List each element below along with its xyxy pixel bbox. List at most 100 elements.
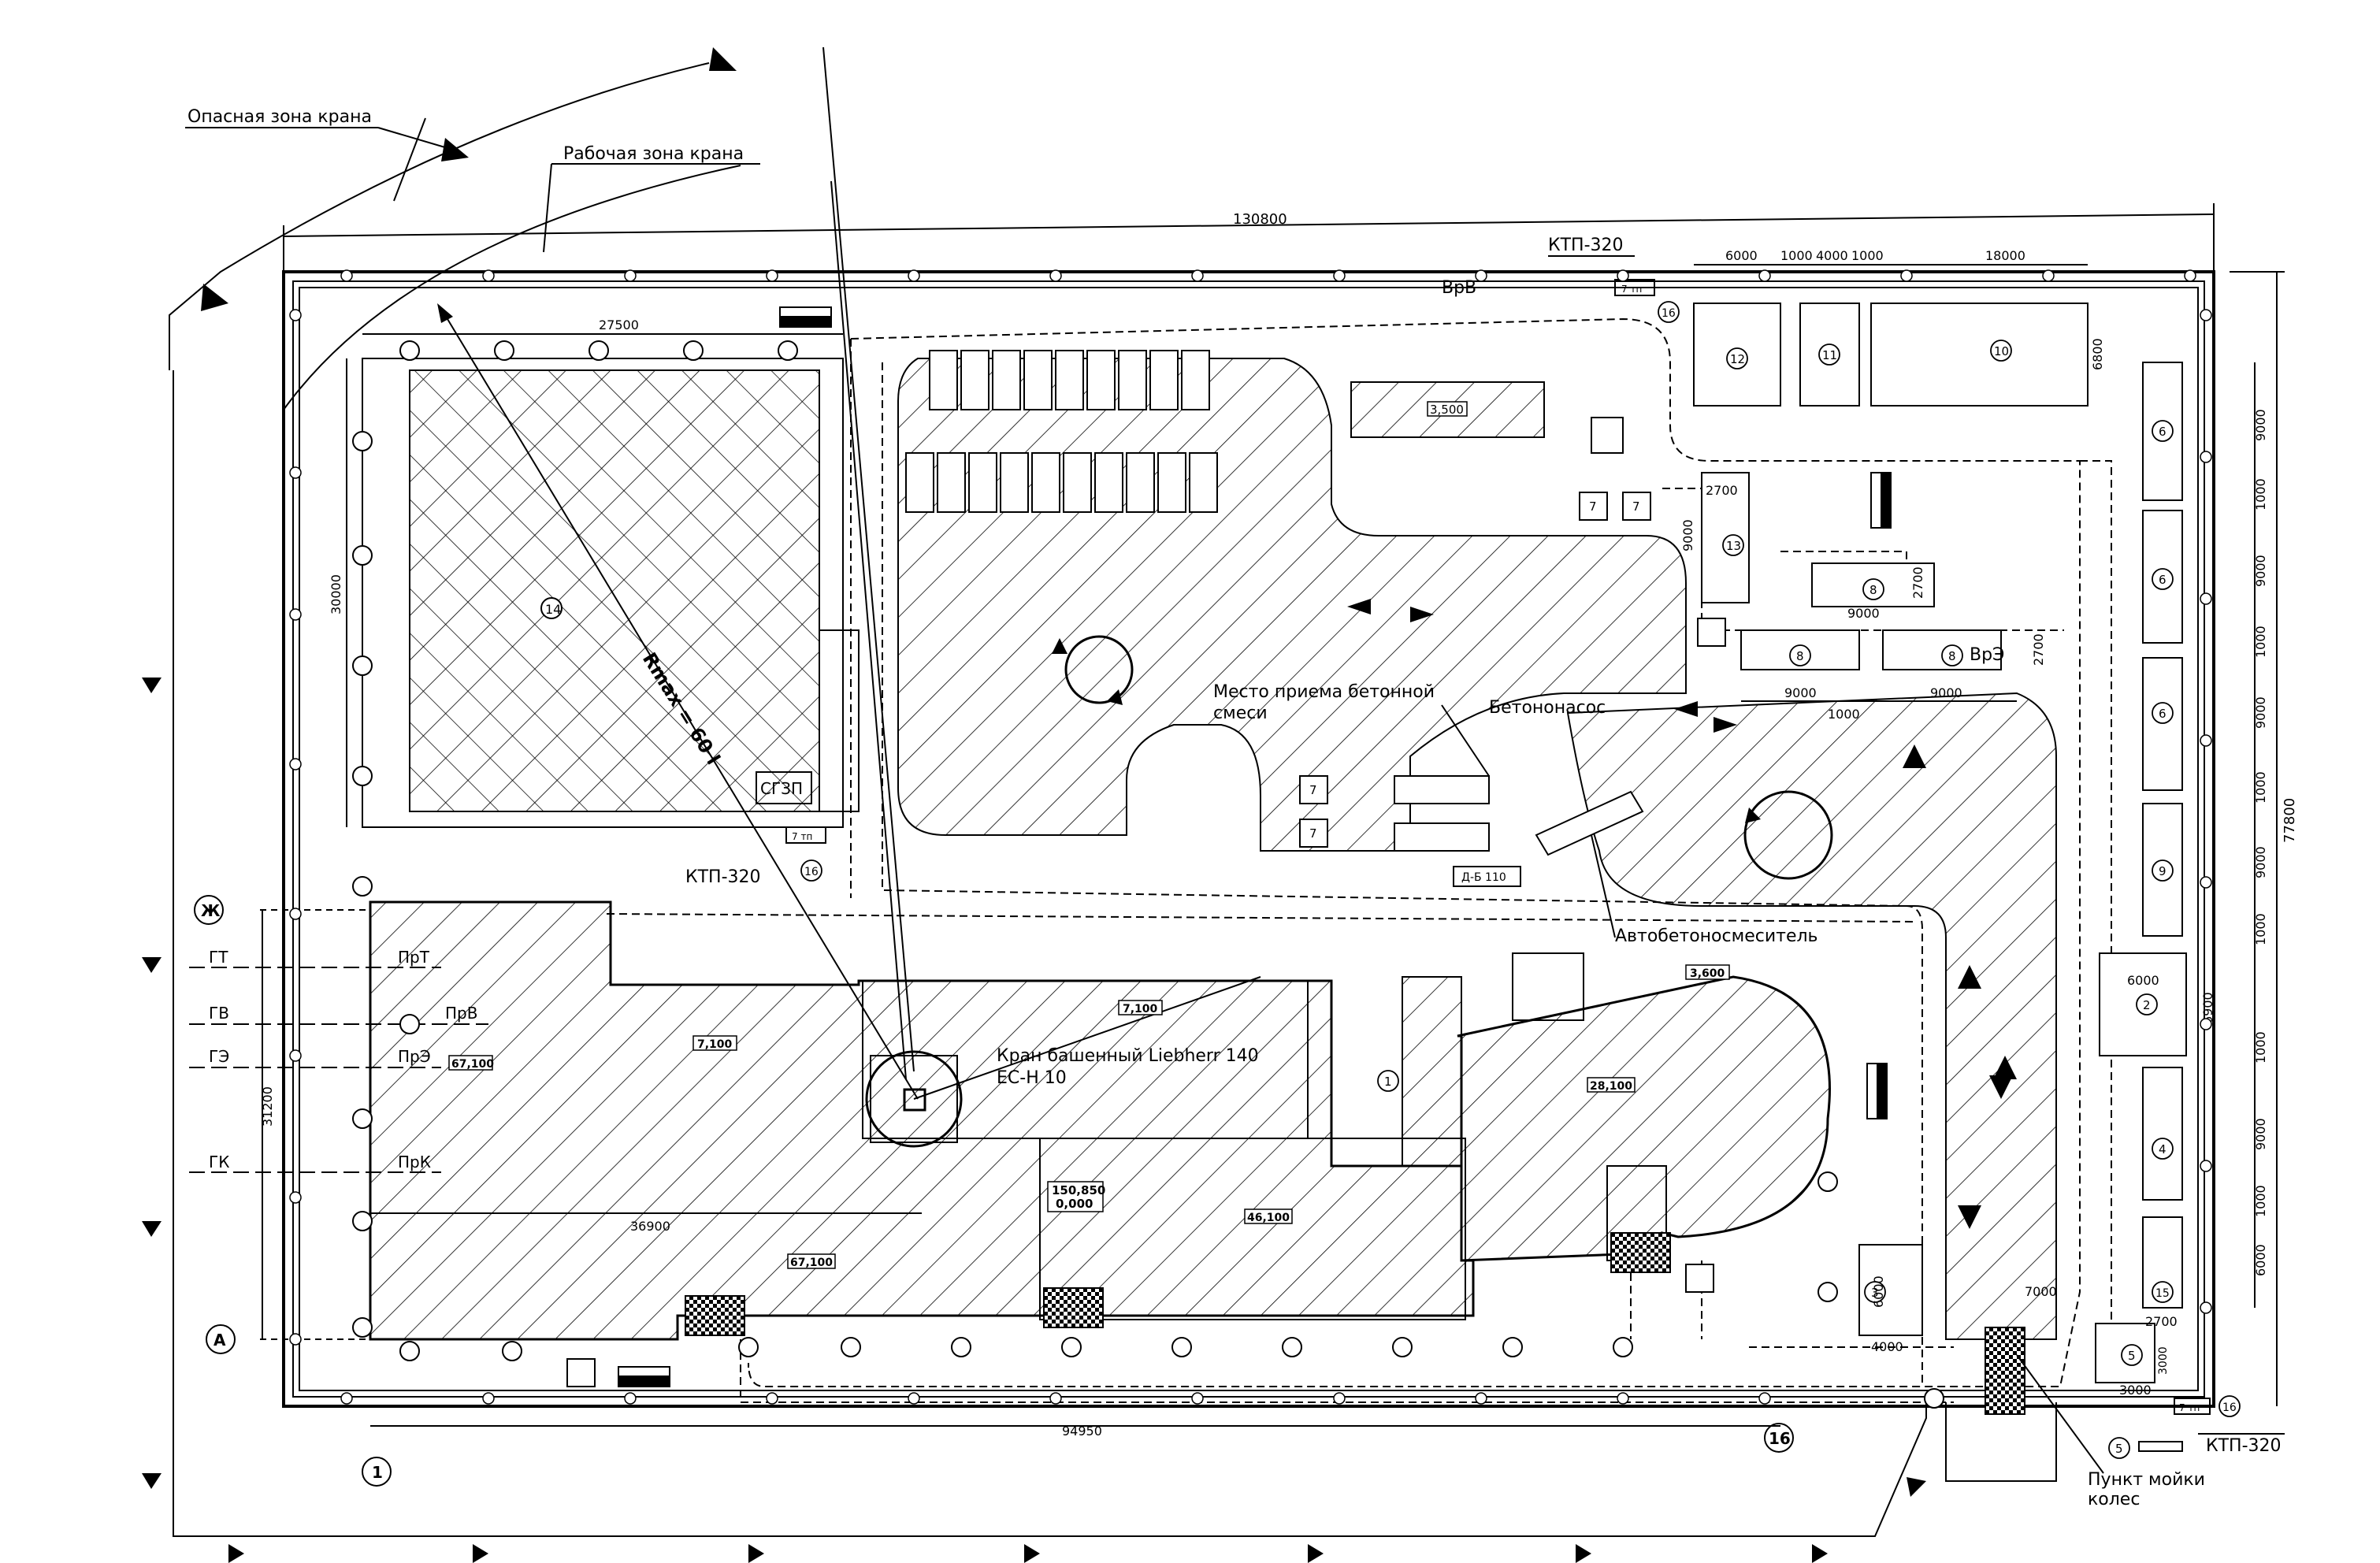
dim-6000: 6000 [1725, 248, 1758, 263]
elev-28100: 28,100 [1590, 1080, 1632, 1093]
dim-2700c: 2700 [2031, 633, 2046, 666]
crane-zones [169, 46, 915, 1080]
dim-6000b: 6000 [2127, 973, 2159, 988]
dim-r1000e: 1000 [2253, 1031, 2268, 1064]
ktp-mid-label: КТП-320 [685, 867, 761, 887]
marker-3: 3 [1871, 1286, 1879, 1300]
dim-bottom: 94950 [1062, 1424, 1102, 1439]
wash-label-2: колес [2088, 1490, 2140, 1509]
line-pre: ПрЭ [398, 1047, 431, 1066]
dim-r6900: 6900 [2200, 992, 2215, 1024]
dim-2700a: 2700 [1706, 483, 1738, 498]
marker-12: 12 [1730, 352, 1745, 366]
marker-8c: 8 [1948, 649, 1956, 663]
dim-r6000: 6000 [2253, 1244, 2268, 1276]
axis-16: 16 [1769, 1429, 1791, 1448]
place-label-1: Место приема бетонной [1213, 682, 1435, 702]
dim-left-main: 31200 [260, 1086, 275, 1127]
marker-16b: 16 [2222, 1402, 2237, 1414]
dim-right-total: 77800 [2282, 798, 2298, 843]
marker-9: 9 [2159, 864, 2167, 878]
ktp-pole-top: 7 тп [1621, 284, 1642, 295]
marker-1: 1 [1384, 1075, 1392, 1089]
dim-r1000a: 1000 [2253, 478, 2268, 510]
ktp-top-label: КТП-320 [1548, 236, 1624, 255]
elevation-boxes [448, 964, 1730, 1269]
elev-67100a: 67,100 [451, 1058, 494, 1071]
dim-7000: 7000 [2025, 1284, 2057, 1299]
tower-crane [865, 976, 1261, 1148]
crane-label-1: Кран башенный Liebherr 140 [997, 1046, 1259, 1066]
marker-10: 10 [1994, 344, 2009, 358]
utility-lines [189, 909, 488, 1340]
dim-9000d: 9000 [1930, 685, 1962, 700]
marker-5b: 5 [2115, 1442, 2123, 1456]
dim-2700b: 2700 [1910, 566, 1925, 599]
marker-6c: 6 [2159, 707, 2167, 721]
marker-8b: 8 [1796, 649, 1804, 663]
dim-r9000b: 9000 [2253, 555, 2268, 587]
marker-15: 15 [2155, 1287, 2170, 1300]
place-label-2: смеси [1213, 704, 1268, 723]
storage-area-14: 14 27500 30000 СГЗП [329, 317, 860, 828]
elev-0000: 0,000 [1056, 1197, 1093, 1211]
axis-zh: Ж [201, 901, 221, 920]
dim-r1000b: 1000 [2253, 626, 2268, 658]
marker-4: 4 [2159, 1142, 2167, 1156]
line-gk: ГК [209, 1153, 229, 1171]
dim-6000c: 6000 [1871, 1275, 1886, 1308]
dim-1000c: 1000 [1828, 707, 1860, 722]
ktp-pole-bottom: 7 тп [2179, 1402, 2200, 1413]
dim-storage-h: 30000 [329, 574, 343, 614]
elev-150850: 150,850 [1052, 1183, 1105, 1197]
marker-13: 13 [1726, 539, 1741, 553]
dim-r1000c: 1000 [2253, 771, 2268, 804]
line-prt: ПрТ [398, 948, 430, 967]
marker-6b: 6 [2159, 573, 2167, 587]
line-gt: ГТ [209, 948, 228, 967]
ktp-pole-mid: 7 тп [792, 831, 812, 842]
traffic-arrows [1052, 599, 2017, 1229]
concrete-vehicles [1394, 775, 1644, 887]
dim-1000b: 1000 [1851, 248, 1884, 263]
ktp-bottom-label: КТП-320 [2206, 1436, 2282, 1456]
mixer-label: Автобетоносмеситель [1615, 926, 1818, 946]
elev-67100b: 67,100 [790, 1257, 833, 1269]
dim-r9000e: 9000 [2253, 1118, 2268, 1150]
marker-2: 2 [2143, 998, 2151, 1012]
marker-circles [800, 301, 2241, 1459]
dim-4000: 4000 [1816, 248, 1848, 263]
lamp-posts [352, 340, 1944, 1409]
dim-9000b: 9000 [1847, 606, 1880, 621]
marker-6a: 6 [2159, 425, 2167, 439]
elev-7100a: 7,100 [697, 1038, 733, 1051]
dim-1000a: 1000 [1780, 248, 1813, 263]
ds-label: Д-Б 110 [1461, 871, 1506, 884]
crane-label-2: EC-H 10 [997, 1068, 1067, 1088]
marker-7a: 7 [1589, 499, 1597, 514]
sign-boxes [618, 306, 1892, 1387]
dim-9000a: 9000 [1680, 519, 1695, 551]
dim-r9000c: 9000 [2253, 696, 2268, 729]
marker-7c: 7 [1309, 783, 1317, 797]
dim-top-total: 130800 [1233, 211, 1287, 228]
marker-5: 5 [2128, 1349, 2136, 1363]
boundary-arrows [142, 370, 1927, 1563]
site-fence: 130800 77800 [282, 203, 2298, 1408]
dim-r1000d: 1000 [2253, 913, 2268, 945]
dim-3000b: 3000 [2119, 1383, 2152, 1398]
work-zone-label: Рабочая зона крана [563, 144, 744, 164]
dim-3000a: 3000 [2157, 1346, 2170, 1375]
dim-4000b: 4000 [1871, 1339, 1903, 1354]
marker-14: 14 [545, 602, 561, 617]
elev-46100: 46,100 [1247, 1212, 1290, 1224]
right-dims: 9000 1000 9000 1000 9000 1000 9000 1000 … [2200, 362, 2268, 1308]
axis-a: А [213, 1331, 226, 1350]
dim-2700d: 2700 [2145, 1314, 2178, 1329]
line-prv: ПрВ [445, 1004, 477, 1023]
parking-stalls [905, 350, 1218, 513]
line-ge: ГЭ [209, 1047, 229, 1066]
wash-label-1: Пункт мойки [2088, 1470, 2205, 1490]
elev-7100b: 7,100 [1123, 1003, 1158, 1015]
